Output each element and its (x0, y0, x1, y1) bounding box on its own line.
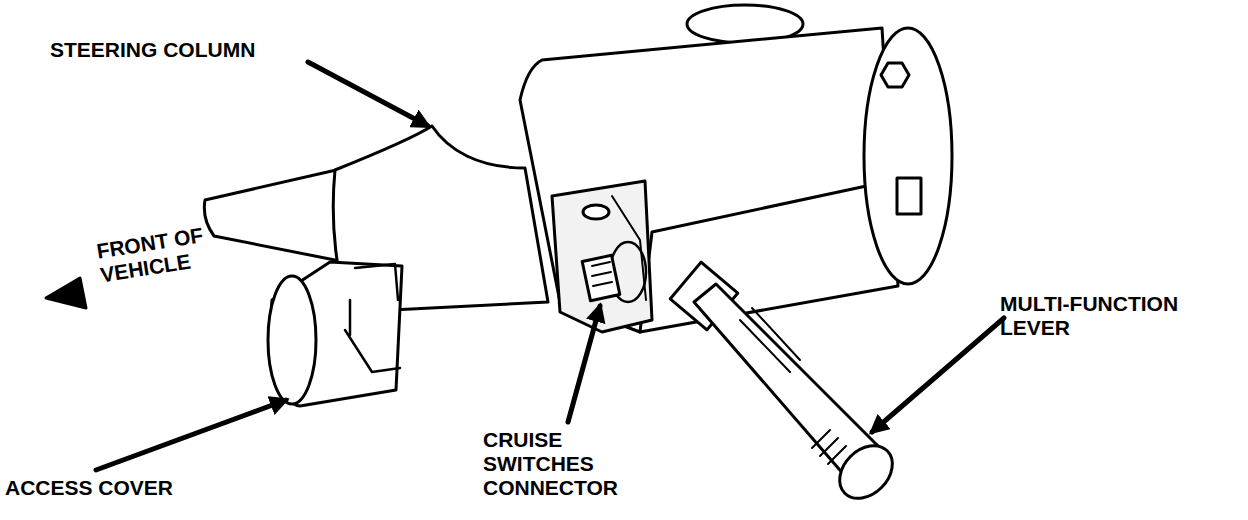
shaft-tube (204, 168, 345, 262)
housing-edge (640, 182, 885, 332)
connector-recess (552, 181, 652, 332)
knurling (812, 430, 846, 464)
part-label: STEERING COLUMN (50, 38, 320, 62)
leader-arrow (568, 306, 600, 422)
lever-knob (829, 435, 903, 509)
access-cover-bracket (345, 264, 400, 372)
nut (881, 63, 909, 87)
lever-detail (740, 308, 800, 372)
part-label: MULTI-FUNCTION LEVER (1000, 292, 1236, 340)
slot (583, 205, 609, 219)
connector-pins (592, 262, 612, 286)
direction-arrow (46, 278, 86, 308)
cruise-connector (582, 255, 620, 300)
leader-arrow (872, 318, 1004, 432)
leader-arrow (308, 62, 428, 126)
part-label: FRONT OF VEHICLE (95, 220, 231, 288)
leader-arrow (96, 400, 286, 470)
access-cover-face (268, 276, 316, 404)
end-cap (864, 28, 952, 284)
part-label: CRUISE SWITCHES CONNECTOR (483, 428, 653, 500)
part-label: ACCESS COVER (5, 476, 225, 500)
tab (897, 178, 921, 214)
upper-housing (520, 28, 898, 332)
